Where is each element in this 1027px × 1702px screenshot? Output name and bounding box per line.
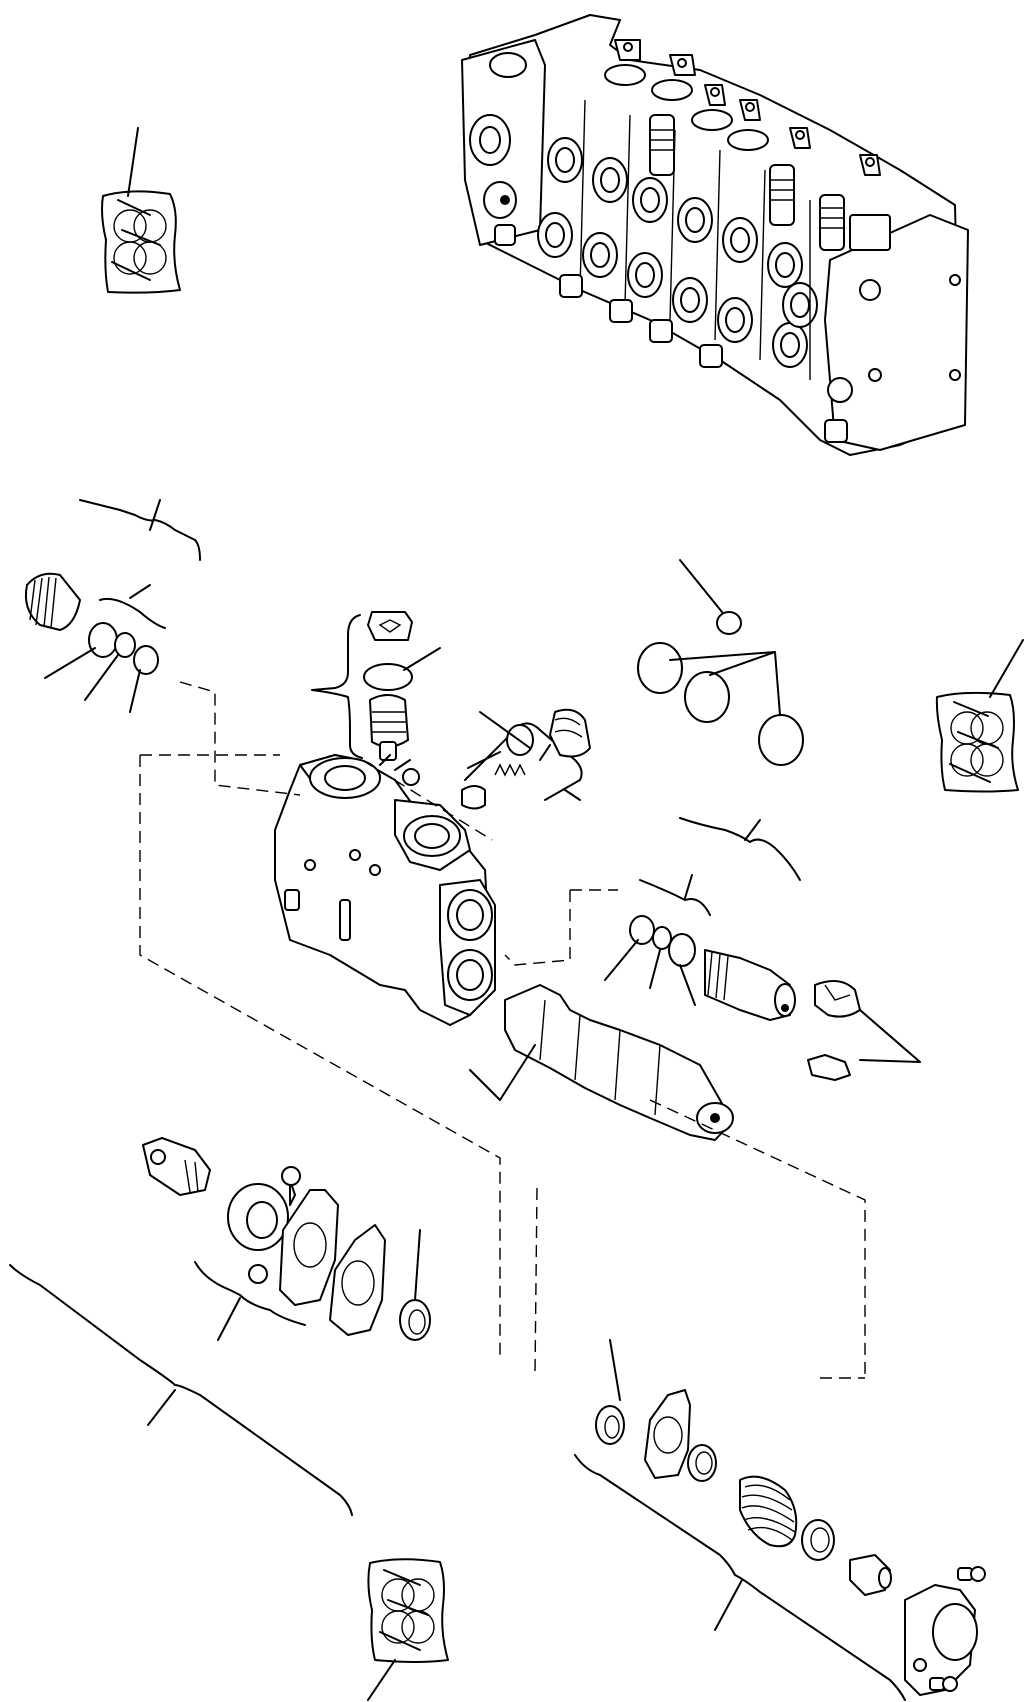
boot-seal (227, 1166, 301, 1284)
relief-valve-cartridge (704, 949, 796, 1021)
valve-section-body (274, 754, 496, 1026)
gasket (329, 1224, 386, 1336)
brace-right-top (679, 817, 801, 881)
spool-caps (807, 980, 921, 1081)
spring-small (494, 763, 526, 777)
check-valve-group (461, 708, 591, 810)
seal-kit-icon-right (935, 639, 1024, 793)
return-spring (739, 1475, 798, 1548)
brace-right-mid (639, 874, 711, 916)
control-valve-assembly (461, 14, 969, 456)
o-rings-right (604, 915, 696, 1006)
o-rings-left (44, 584, 166, 713)
spool (469, 984, 734, 1141)
brace-left-top (79, 499, 201, 561)
stopper-bolt (849, 1554, 892, 1596)
dashed-assembly-lines (139, 681, 866, 1379)
brace-center (311, 614, 363, 759)
spring-retainer (801, 1519, 835, 1561)
spring-seat (687, 1444, 717, 1482)
seal-kit-icon-bottom (367, 1558, 449, 1701)
end-cap (904, 1566, 986, 1696)
seal-kit-icon-top-left (101, 127, 181, 294)
brace-right-bottom (574, 1454, 906, 1701)
gasket-plate (279, 1189, 339, 1306)
plug-center (363, 611, 441, 761)
linkage-pin (142, 1137, 211, 1196)
plug-left (24, 572, 81, 631)
brace-left-bottom (9, 1261, 353, 1516)
seal-ring-right (595, 1339, 625, 1445)
o-ring-set (637, 559, 804, 766)
gasket-right (644, 1389, 691, 1479)
seal-ring-left (399, 1229, 431, 1341)
